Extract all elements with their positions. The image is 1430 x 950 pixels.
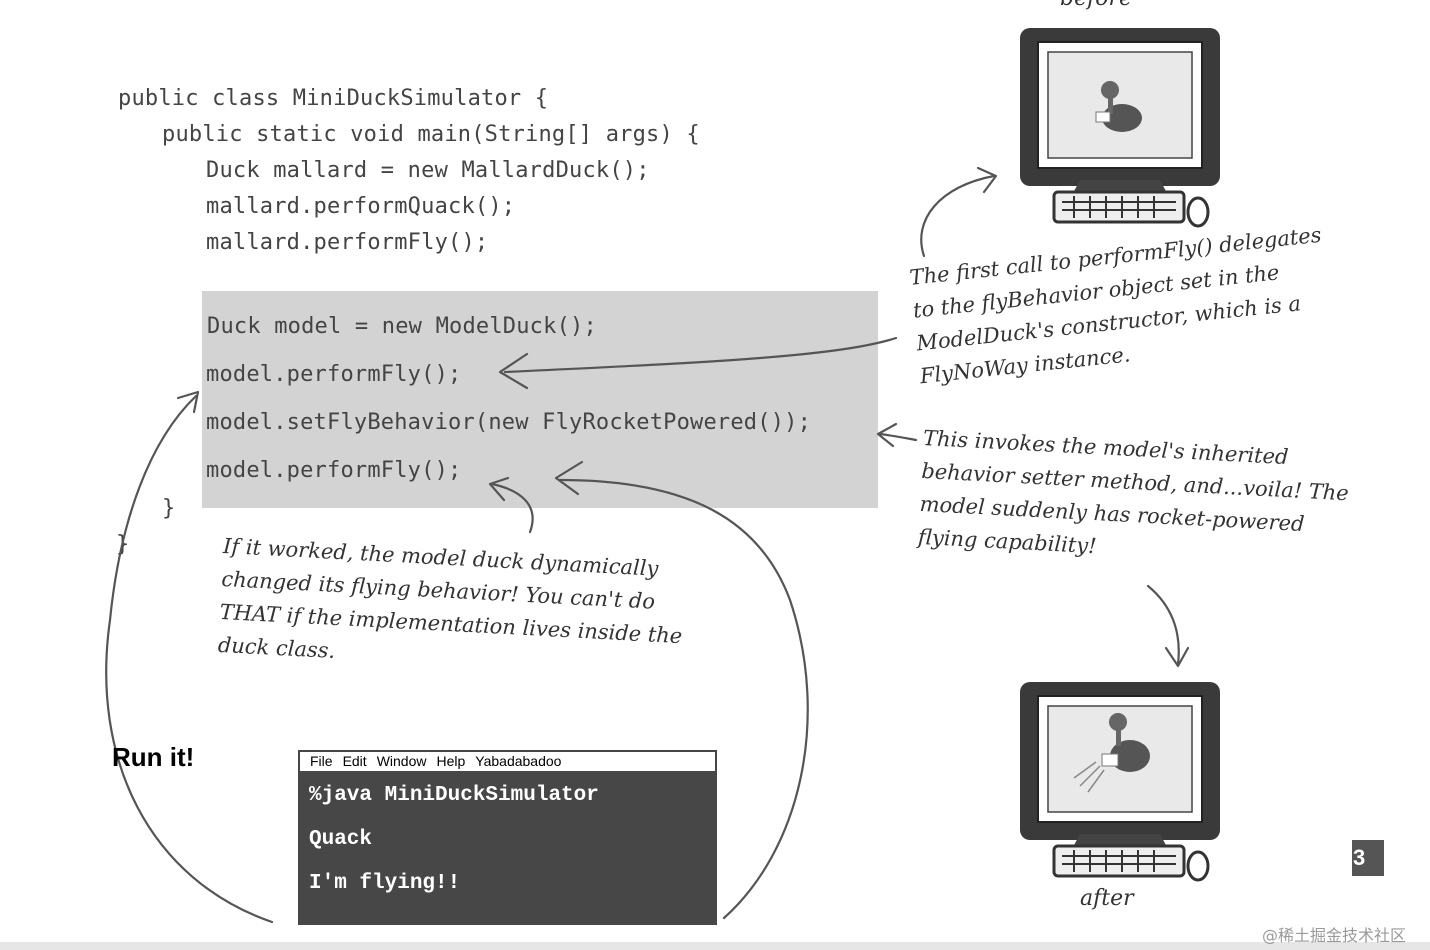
bottom-bar [0, 942, 1430, 950]
arrow-loop-right [558, 478, 809, 920]
run-it-label: Run it! [112, 742, 195, 772]
caption-after: after [1080, 886, 1134, 911]
arrow-first-call [503, 336, 898, 374]
code-line-main: public static void main(String[] args) { [162, 122, 700, 147]
highlight-box [202, 291, 878, 508]
code-line-mallard-fly: mallard.performFly(); [206, 230, 489, 255]
arrow-to-after [1146, 584, 1180, 666]
code-line-class: public class MiniDuckSimulator { [118, 86, 549, 111]
code-close-brace-1: } [162, 496, 176, 521]
terminal-line: Quack [309, 828, 373, 851]
code-line-mallard-new: Duck mallard = new MallardDuck(); [206, 158, 650, 183]
code-line-model-fly-2: model.performFly(); [206, 458, 462, 483]
code-line-model-new: Duck model = new ModelDuck(); [207, 314, 597, 339]
arrow-setter [878, 432, 918, 442]
caption-before: before [1060, 0, 1132, 11]
terminal-menubar: File Edit Window Help Yabadabadoo [300, 752, 715, 771]
page-number: 3 [1352, 840, 1384, 876]
arrow-worked [490, 482, 534, 534]
arrow-to-before [920, 174, 996, 258]
arrow-loop-left [105, 394, 274, 924]
terminal-line: I'm flying!! [309, 872, 461, 895]
computer-monitor-before-icon [1020, 28, 1220, 228]
code-line-model-fly-1: model.performFly(); [206, 362, 462, 387]
watermark: @稀土掘金技术社区 [1262, 926, 1407, 945]
menu-yabadabadoo[interactable]: Yabadabadoo [475, 753, 562, 769]
code-line-model-setfly: model.setFlyBehavior(new FlyRocketPowere… [206, 410, 812, 435]
terminal-line: %java MiniDuckSimulator [309, 784, 599, 807]
menu-window[interactable]: Window [376, 753, 427, 769]
menu-file[interactable]: File [310, 753, 333, 769]
terminal-window: File Edit Window Help Yabadabadoo %java … [298, 750, 717, 925]
code-line-mallard-quack: mallard.performQuack(); [206, 194, 516, 219]
menu-edit[interactable]: Edit [342, 753, 367, 769]
menu-help[interactable]: Help [436, 753, 466, 769]
computer-monitor-after-icon [1020, 682, 1220, 882]
